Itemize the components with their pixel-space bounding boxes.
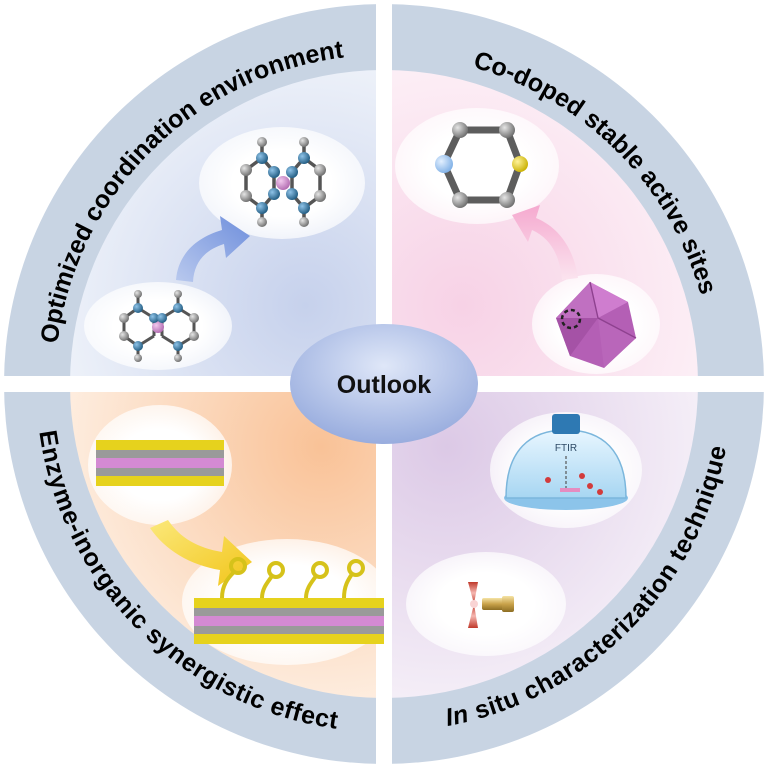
tr-ellipse-top xyxy=(395,108,559,224)
tl-molecule-large-atoms xyxy=(240,137,326,227)
tr-curved-arrow xyxy=(512,205,578,280)
center-ellipse xyxy=(290,324,478,444)
tr-icosahedron xyxy=(556,281,637,368)
ftir-label: FTIR xyxy=(555,443,577,454)
bl-layer-bottom xyxy=(194,598,384,644)
tr-ring-atoms xyxy=(435,122,528,208)
nitrogen-atom xyxy=(435,155,453,173)
center-label: Outlook xyxy=(337,371,432,399)
bl-layer-top xyxy=(96,440,224,486)
bl-curved-arrow xyxy=(150,520,252,586)
laser-probe xyxy=(468,582,514,628)
bl-enzyme-loops xyxy=(220,557,365,599)
tl-molecule-small-atoms xyxy=(119,290,199,362)
tl-curved-arrow xyxy=(176,216,250,282)
ftir-apparatus: FTIR xyxy=(504,414,628,510)
sulfur-atom xyxy=(512,156,528,172)
